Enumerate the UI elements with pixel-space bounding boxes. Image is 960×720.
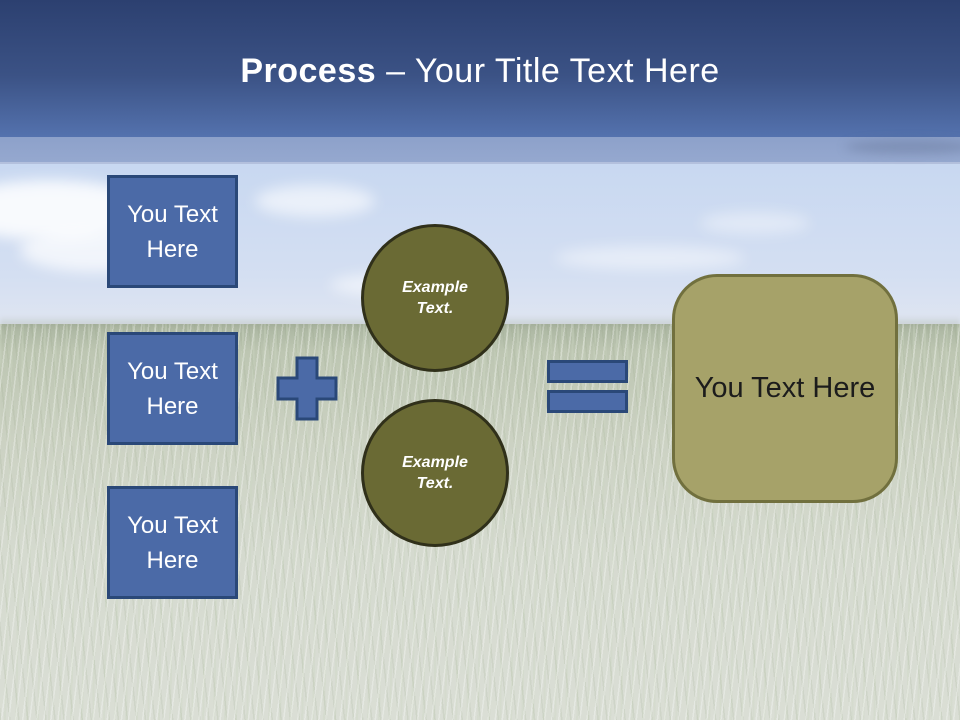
result-placeholder-box[interactable]: You Text Here — [672, 274, 898, 503]
slide-title-emphasis: Process — [240, 52, 377, 90]
header-banner — [0, 0, 960, 137]
example-circle-2[interactable]: Example Text. — [361, 399, 509, 547]
equals-icon[interactable] — [547, 390, 628, 413]
cloud-shape — [700, 212, 810, 234]
cloud-shape — [555, 246, 745, 270]
placeholder-label: You Text Here — [127, 200, 218, 263]
result-label: You Text Here — [694, 372, 876, 404]
slide-title-rest: – Your Title Text Here — [376, 52, 720, 90]
plus-icon[interactable] — [276, 356, 338, 421]
placeholder-label: You Text Here — [127, 511, 218, 574]
circle-label: Example Text. — [402, 454, 468, 492]
cloud-shape — [255, 185, 375, 217]
placeholder-label: You Text Here — [127, 357, 218, 420]
header-underline-band — [0, 137, 960, 164]
circle-label: Example Text. — [402, 279, 468, 317]
example-circle-1[interactable]: Example Text. — [361, 224, 509, 372]
slide-title: Process – Your Title Text Here — [0, 52, 960, 91]
cloud-streak — [845, 140, 960, 154]
text-placeholder-box-3[interactable]: You Text Here — [107, 486, 238, 599]
text-placeholder-box-1[interactable]: You Text Here — [107, 175, 238, 288]
equals-icon[interactable] — [547, 360, 628, 383]
text-placeholder-box-2[interactable]: You Text Here — [107, 332, 238, 445]
